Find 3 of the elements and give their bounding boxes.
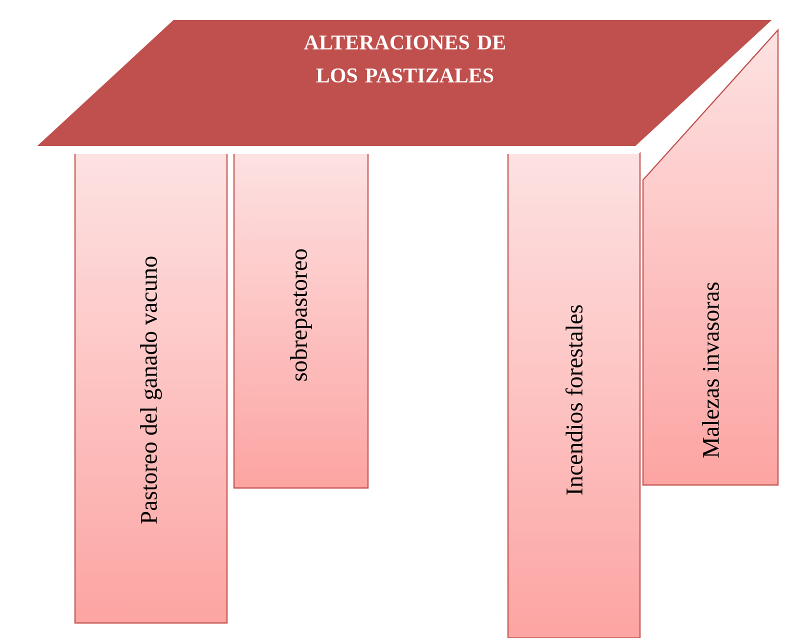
pillar-box: Incendios forestales (507, 149, 641, 638)
pillar-box: sobrepastoreo (233, 149, 369, 489)
pillar-box: Pastoreo del ganado vacuno (74, 149, 228, 624)
